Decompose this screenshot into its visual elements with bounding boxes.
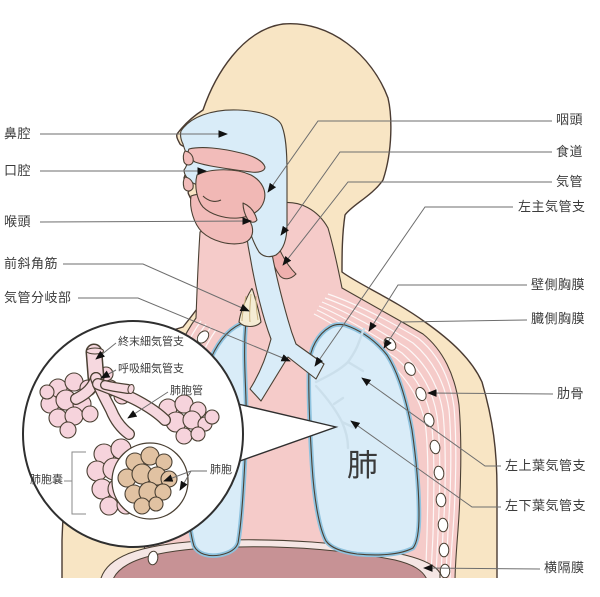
label-alveolar-sac: 肺胞嚢	[30, 474, 63, 486]
label-respiratory-bronchiole: 呼吸細気管支	[118, 363, 184, 375]
ribs	[147, 330, 451, 578]
label-lower-lobe-bronchus: 左下葉気管支	[505, 498, 587, 513]
leader-diaphragm	[423, 564, 541, 572]
label-alveolus: 肺胞	[210, 464, 232, 476]
label-larynx: 喉頭	[4, 214, 32, 229]
leader-larynx	[39, 217, 252, 225]
leader-respiratory-bronchiole	[100, 369, 117, 379]
leader-bifurcation	[78, 297, 291, 362]
alveoli-inset	[22, 320, 339, 548]
label-tracheal-bifurcation: 気管分岐部	[4, 290, 72, 305]
label-parietal-pleura: 壁側胸膜	[531, 277, 586, 292]
label-trachea: 気管	[556, 174, 584, 189]
epiglottis-shape	[242, 202, 258, 223]
label-upper-lobe-bronchus: 左上葉気管支	[505, 458, 587, 473]
label-left-main-bronchus: 左主気管支	[518, 199, 586, 214]
leader-alveolus-b	[179, 470, 192, 491]
leader-esophagus	[280, 151, 552, 236]
leader-lines	[39, 120, 554, 572]
trachea-shape	[245, 219, 325, 402]
label-nasal-cavity: 鼻腔	[4, 126, 32, 141]
mouth-structures	[182, 147, 266, 245]
label-alveolar-duct: 肺胞管	[170, 385, 203, 397]
label-visceral-pleura: 臓側胸膜	[531, 311, 586, 326]
leader-alveolar-duct	[127, 391, 169, 419]
leader-lower-lobe	[350, 420, 501, 508]
leader-terminal-bronchiole	[95, 342, 117, 360]
leader-left-main-bronchus	[314, 206, 513, 367]
lower-lip-shape	[182, 176, 194, 192]
label-diaphragm: 横隔膜	[544, 560, 585, 575]
label-pharynx: 咽頭	[556, 112, 584, 127]
label-esophagus: 食道	[556, 144, 584, 159]
label-oral-cavity: 口腔	[4, 163, 32, 178]
label-lung: 肺	[347, 448, 378, 483]
leader-trachea	[282, 181, 552, 266]
bronchial-tree	[314, 327, 366, 450]
label-terminal-bronchiole: 終末細気管支	[118, 336, 184, 348]
leader-pharynx	[267, 120, 552, 193]
leader-rib	[427, 389, 554, 397]
alveolus-cluster	[111, 442, 189, 520]
label-rib: 肋骨	[557, 386, 585, 401]
leader-scalene	[63, 263, 250, 312]
leader-visceral-pleura	[383, 319, 528, 349]
label-anterior-scalene: 前斜角筋	[4, 256, 59, 271]
leader-upper-lobe	[361, 377, 501, 467]
leader-parietal-pleura	[368, 284, 527, 332]
upper-lip-shape	[182, 150, 194, 166]
alveolar-sac-bracket	[64, 451, 86, 515]
